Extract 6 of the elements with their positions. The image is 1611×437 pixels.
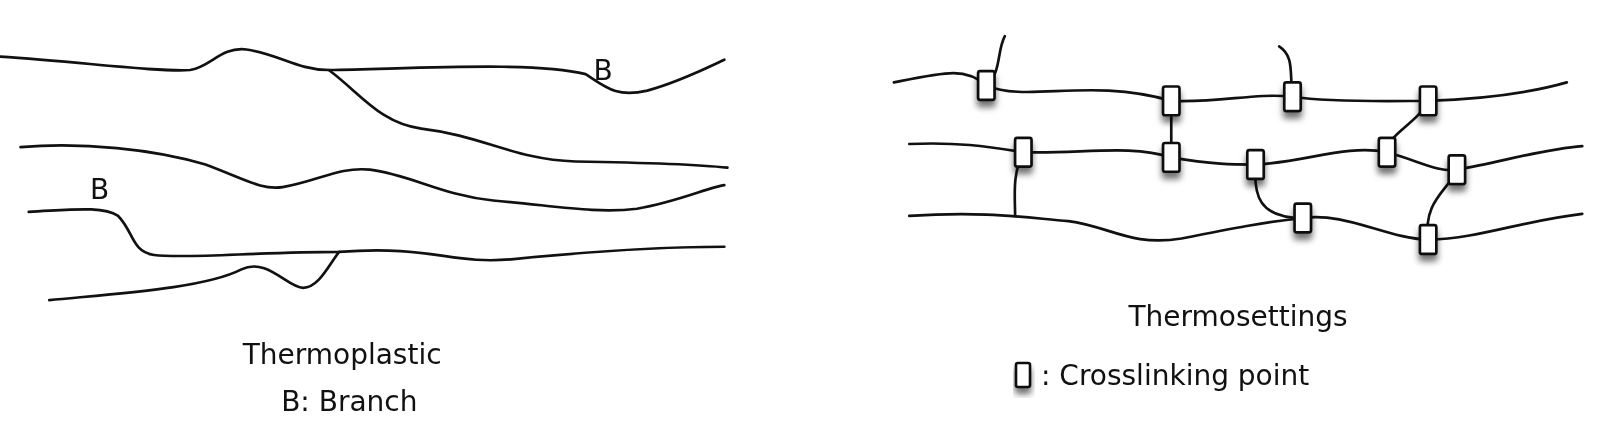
legend-note: B: Branch <box>281 384 418 418</box>
branch-label: B <box>593 53 613 87</box>
caption: Thermosettings <box>1128 299 1348 333</box>
legend-text: : Crosslinking point <box>1041 359 1310 393</box>
branch-label: B <box>90 172 110 206</box>
caption: Thermoplastic <box>242 337 442 371</box>
